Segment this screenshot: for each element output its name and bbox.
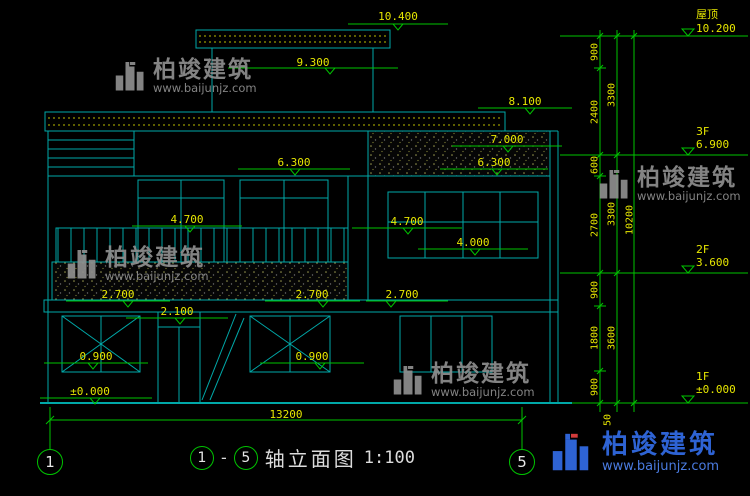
- brand-logo-icon: [599, 169, 628, 198]
- dimension-label: 10.400: [378, 10, 418, 23]
- level-2f: 2F 3.600: [696, 243, 730, 269]
- watermark-url: www.baijunjz.com: [105, 269, 209, 283]
- building-outline: [40, 29, 572, 404]
- axis-bubble-1: 1: [37, 449, 63, 475]
- level-roof: 屋顶 10.200: [696, 8, 736, 35]
- company-logo-icon: [552, 433, 589, 471]
- dimension-label: 0.900: [295, 350, 329, 363]
- dimension-label: 0.900: [79, 350, 113, 363]
- level-1f: 1F ±0.000: [696, 370, 736, 396]
- watermark-url: www.baijunjz.com: [637, 189, 741, 203]
- watermark-url: www.baijunjz.com: [431, 385, 535, 399]
- title-axis-circle-start: 1: [190, 445, 214, 470]
- drawing-title: 1 - 5 轴立面图 1:100: [190, 443, 415, 472]
- title-axis-circle-end: 5: [233, 445, 258, 470]
- dimension-label: 9.300: [296, 56, 330, 69]
- watermark-url: www.baijunjz.com: [153, 81, 257, 95]
- company-logo-brand: 柏竣建筑: [602, 430, 719, 460]
- brand-logo-icon: [115, 61, 144, 90]
- watermark-brand: 柏竣建筑: [637, 165, 737, 191]
- title-axis-separator: -: [221, 448, 227, 467]
- dimension-label: 2.700: [295, 288, 329, 301]
- dimension-label: 7.000: [490, 133, 524, 146]
- watermark: 柏竣建筑 www.baijunjz.com: [112, 58, 257, 95]
- watermark: 柏竣建筑 www.baijunjz.com: [596, 166, 741, 203]
- axis-bubble-5: 5: [509, 449, 535, 475]
- dimension-label: 8.100: [508, 95, 542, 108]
- company-logo: 柏竣建筑 www.baijunjz.com: [548, 430, 719, 476]
- dimension-label: 4.700: [390, 215, 424, 228]
- dimension-label: 2.100: [160, 305, 194, 318]
- level-symbols: [86, 23, 696, 405]
- title-text: 轴立面图: [264, 447, 357, 471]
- title-scale: 1:100: [363, 447, 415, 468]
- brand-logo-icon: [393, 365, 422, 394]
- dimension-label: 6.300: [477, 156, 511, 169]
- watermark-brand: 柏竣建筑: [105, 245, 205, 271]
- company-logo-url: www.baijunjz.com: [602, 459, 720, 474]
- dimension-label: 2.700: [385, 288, 419, 301]
- dimension-label: ±0.000: [70, 385, 110, 398]
- watermark-brand: 柏竣建筑: [153, 57, 253, 83]
- watermark-brand: 柏竣建筑: [431, 361, 531, 387]
- dimension-label: 4.000: [456, 236, 490, 249]
- watermark: 柏竣建筑 www.baijunjz.com: [390, 362, 535, 399]
- hatch-bands: [48, 35, 502, 126]
- dimension-label: 13200: [269, 408, 303, 421]
- level-3f: 3F 6.900: [696, 125, 730, 151]
- watermark: 柏竣建筑 www.baijunjz.com: [64, 246, 209, 283]
- dimension-label: 6.300: [277, 156, 311, 169]
- dimension-label: 4.700: [170, 213, 204, 226]
- dimension-label: 2.700: [101, 288, 135, 301]
- brand-logo-icon: [67, 249, 96, 278]
